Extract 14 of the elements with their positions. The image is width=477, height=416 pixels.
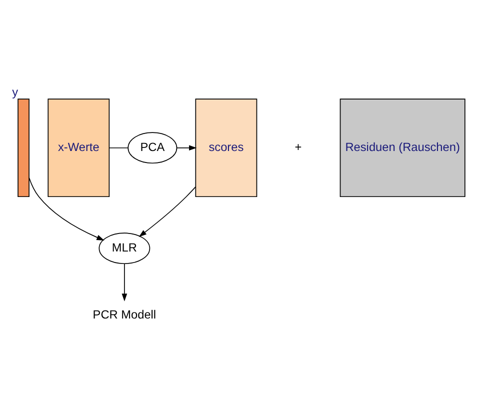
arrow [176, 144, 197, 150]
node-box: Residuen (Rauschen) [340, 98, 466, 197]
connector [108, 146, 129, 148]
label: + [294, 140, 302, 154]
arrow [122, 262, 128, 301]
arrow [28, 176, 104, 240]
node-bar [18, 98, 30, 197]
node-ellipse: MLR [98, 232, 150, 264]
node-label: y [12, 84, 18, 98]
node-box: x-Werte [48, 98, 110, 197]
arrow [138, 186, 196, 236]
node-box: scores [195, 98, 258, 197]
node-ellipse: PCA [128, 132, 178, 164]
node-text: PCR Modell [92, 306, 156, 321]
